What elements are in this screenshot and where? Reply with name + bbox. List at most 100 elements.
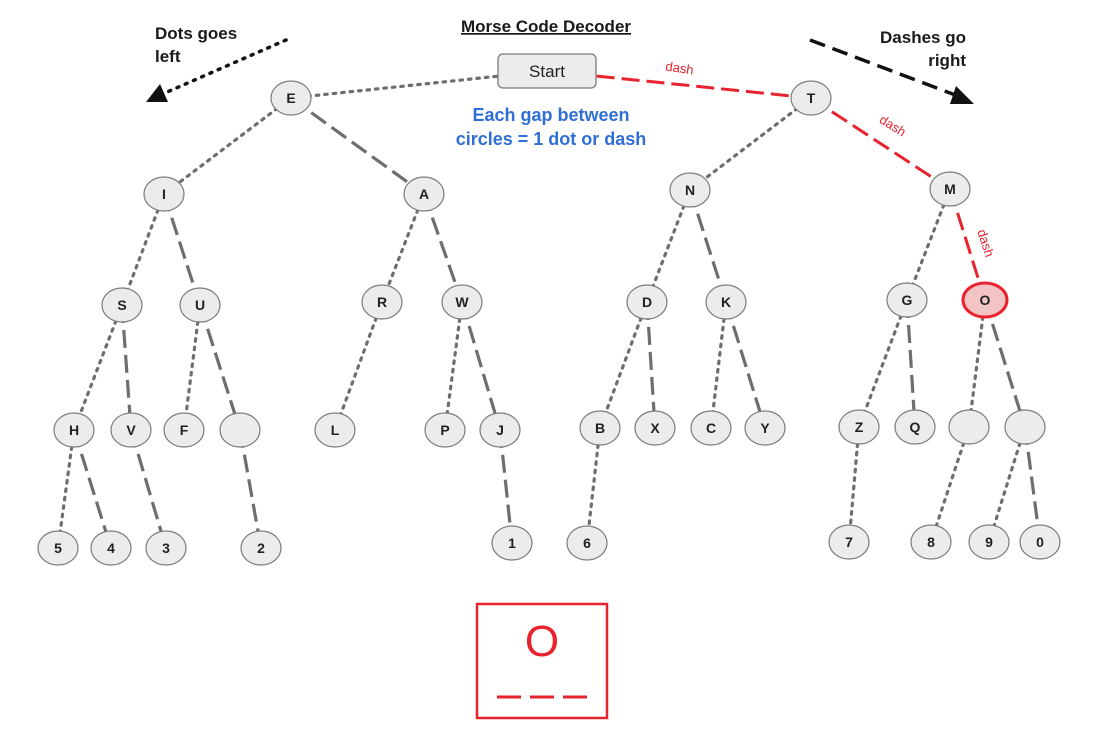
node-circle	[219, 412, 261, 448]
node-circle	[240, 530, 282, 566]
edge-T-M-dash	[810, 96, 951, 191]
node-label: 8	[927, 534, 935, 550]
node-C: C	[690, 410, 732, 446]
node-label: P	[440, 422, 449, 438]
node-circle	[886, 282, 928, 318]
node-circle	[143, 176, 185, 212]
edge-R-L-dot	[333, 300, 384, 432]
node-7: 7	[828, 524, 870, 560]
node-label: Q	[910, 419, 921, 435]
node-circle	[145, 530, 187, 566]
node-0: 0	[1019, 524, 1061, 560]
edge-O1-n8-dot	[929, 425, 971, 544]
node-I: I	[143, 176, 185, 212]
node-blank-O2	[1004, 409, 1046, 445]
edge-N-D-dot	[645, 188, 692, 304]
result-letter: O	[525, 617, 559, 666]
node-circle	[403, 176, 445, 212]
edge-I-S-dot	[120, 192, 166, 307]
node-B: B	[579, 410, 621, 446]
edge-I-U-dash	[162, 193, 202, 306]
edge-labels-layer: dash dash dash	[665, 59, 998, 259]
node-label: X	[650, 420, 660, 436]
node-label: 9	[985, 534, 993, 550]
node-D: D	[626, 284, 668, 320]
node-W: W	[441, 284, 483, 320]
edge-A-R-dot	[380, 192, 426, 304]
node-circle	[90, 530, 132, 566]
edge-Z-n7-dot	[847, 425, 861, 544]
edge-E-I-dot	[162, 96, 293, 196]
node-6: 6	[566, 525, 608, 561]
node-label: K	[721, 294, 731, 310]
edge-S-H-dot	[72, 303, 124, 432]
node-label: O	[980, 292, 991, 308]
node-label: 3	[162, 540, 170, 556]
edge-label-T-M: dash	[877, 112, 909, 140]
edge-label-start-T: dash	[665, 59, 695, 78]
edge-O2-n9-dot	[987, 425, 1027, 544]
node-circle	[790, 80, 832, 116]
edge-J-n1-dash	[498, 429, 514, 544]
node-M: M	[929, 171, 971, 207]
node-circle	[579, 410, 621, 446]
node-label: L	[331, 422, 340, 438]
node-circle	[37, 530, 79, 566]
node-O: O	[961, 281, 1009, 319]
edge-U-U2-dash	[198, 304, 242, 431]
node-circle	[1004, 409, 1046, 445]
dashes-note-line-1: Dashes go	[880, 28, 966, 47]
node-E: E	[270, 80, 312, 116]
edge-W-P-dot	[443, 300, 464, 432]
edge-V-n3-dash	[129, 429, 168, 549]
node-S: S	[101, 287, 143, 323]
edge-D-B-dot	[598, 300, 649, 430]
node-circle	[626, 284, 668, 320]
node-circle	[961, 281, 1009, 319]
node-circle	[424, 412, 466, 448]
node-1: 1	[491, 525, 533, 561]
edge-S-V-dash	[120, 304, 133, 431]
edge-U2-n2-dash	[238, 429, 263, 549]
node-label: 5	[54, 540, 62, 556]
dots-note-line-1: Dots goes	[155, 24, 237, 43]
node-blank-O1	[948, 409, 990, 445]
edge-K-C-dot	[709, 300, 728, 430]
node-circle	[163, 412, 205, 448]
node-label: I	[162, 186, 166, 202]
node-circle	[744, 410, 786, 446]
node-K: K	[705, 284, 747, 320]
node-label: 4	[107, 540, 115, 556]
node-label: T	[807, 90, 816, 106]
right-arrowhead-icon	[950, 86, 974, 104]
left-arrowhead-icon	[146, 84, 168, 102]
node-X: X	[634, 410, 676, 446]
node-L: L	[314, 412, 356, 448]
node-circle	[479, 412, 521, 448]
edge-label-M-O: dash	[974, 227, 997, 258]
node-2: 2	[240, 530, 282, 566]
edge-B-n6-dot	[585, 426, 602, 545]
node-Y: Y	[744, 410, 786, 446]
node-label: 2	[257, 540, 265, 556]
node-label: U	[195, 297, 205, 313]
start-node: Start	[497, 53, 597, 89]
edge-start-T-dash	[546, 69, 812, 100]
node-circle	[101, 287, 143, 323]
edge-O-O1-dot	[967, 298, 987, 429]
edges-layer	[56, 69, 1042, 550]
node-circle	[705, 284, 747, 320]
node-circle	[894, 409, 936, 445]
node-4: 4	[90, 530, 132, 566]
node-label: W	[455, 294, 469, 310]
dashes-note-line-2: right	[928, 51, 966, 70]
node-N: N	[669, 172, 711, 208]
node-label: M	[944, 181, 956, 197]
node-label: G	[902, 292, 913, 308]
node-circle	[361, 284, 403, 320]
node-label: C	[706, 420, 716, 436]
node-circle	[53, 412, 95, 448]
node-circle	[491, 525, 533, 561]
node-G: G	[886, 282, 928, 318]
node-circle	[441, 284, 483, 320]
